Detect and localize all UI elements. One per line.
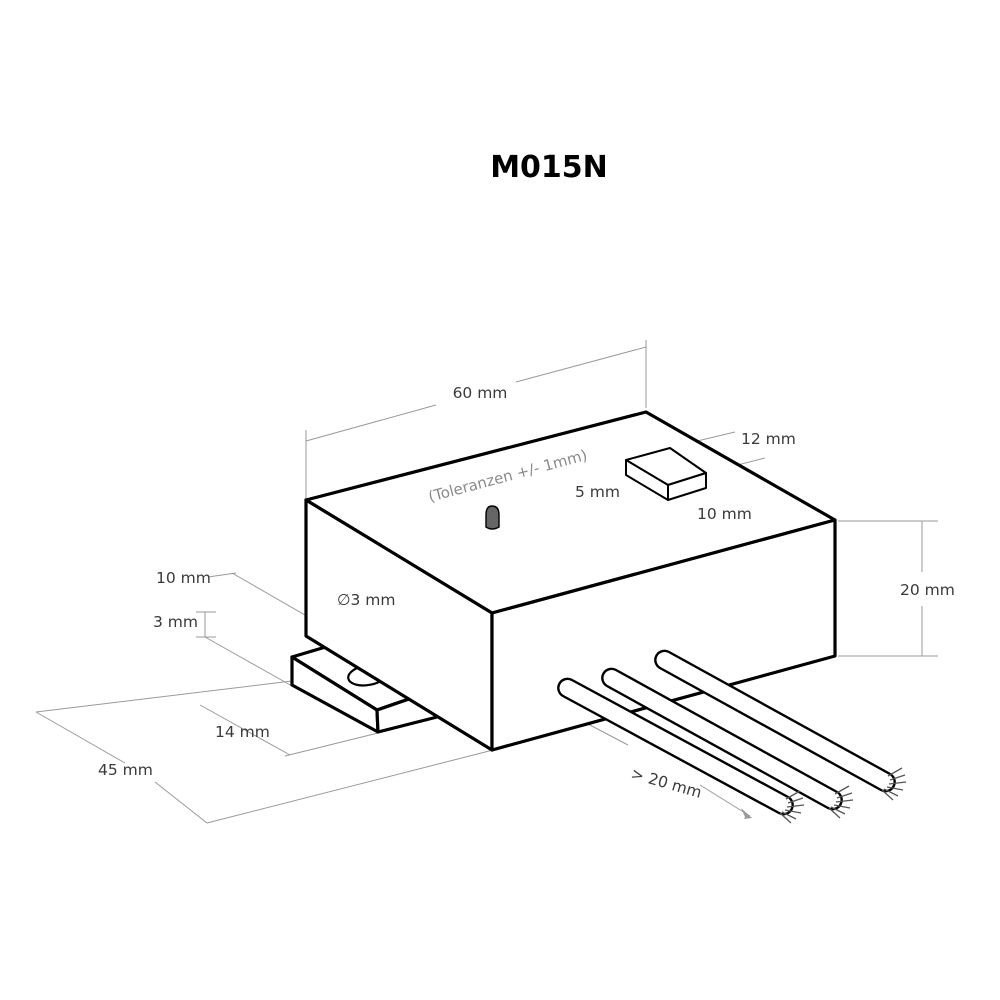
drawing-title: M015N — [490, 150, 608, 185]
hole-diameter-label: ∅3 mm — [337, 591, 396, 609]
switch-length-label: 12 mm — [741, 430, 796, 448]
led-indicator — [485, 505, 500, 530]
wire-3 — [654, 649, 896, 793]
tab-width-label: 10 mm — [156, 569, 211, 587]
tab-length-label: 14 mm — [215, 723, 270, 741]
diameter-symbol: ∅ — [337, 591, 351, 609]
depth-label: 45 mm — [98, 761, 153, 779]
wire-1 — [557, 677, 794, 816]
wire-2 — [601, 667, 843, 811]
switch-height-label: 5 mm — [575, 483, 620, 501]
height-label: 20 mm — [900, 581, 955, 599]
switch-front — [667, 472, 707, 501]
length-label: 60 mm — [453, 384, 508, 402]
connection-wires — [557, 649, 907, 824]
switch-width-label: 10 mm — [697, 505, 752, 523]
wire-length-label: > 20 mm — [629, 765, 704, 802]
tab-thickness-label: 3 mm — [153, 613, 198, 631]
